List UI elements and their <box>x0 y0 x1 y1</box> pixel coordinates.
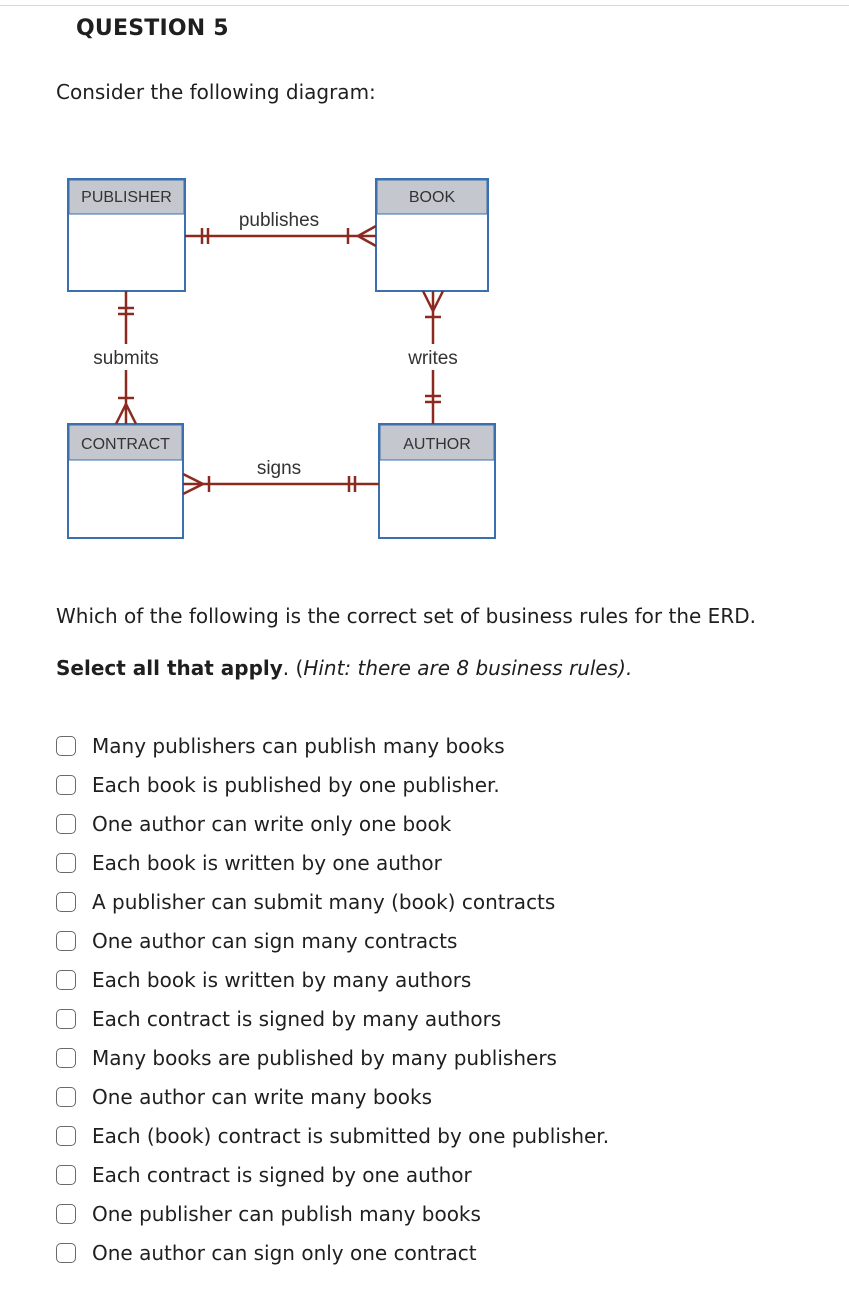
option-11-checkbox[interactable] <box>56 1125 76 1146</box>
option-4-checkbox[interactable] <box>56 852 76 873</box>
option-3-label: One author can write only one book <box>92 811 452 836</box>
option-7-label: Each book is written by many authors <box>92 967 472 992</box>
option-8-checkbox[interactable] <box>56 1008 76 1029</box>
option-2-label: Each book is published by one publisher. <box>92 772 500 797</box>
question-prompt: Which of the following is the correct se… <box>56 604 756 628</box>
relationship-publishes <box>185 224 377 248</box>
question-intro: Consider the following diagram: <box>56 80 376 104</box>
option-9-checkbox[interactable] <box>56 1047 76 1068</box>
question-instruction: Select all that apply. (Hint: there are … <box>56 656 632 680</box>
option-1-checkbox[interactable] <box>56 735 76 756</box>
entity-book-label: BOOK <box>409 189 456 206</box>
option-13-label: One publisher can publish many books <box>92 1201 481 1226</box>
instruction-hint: Hint: there are 8 business rules). <box>303 656 633 680</box>
option-2-checkbox[interactable] <box>56 774 76 795</box>
instruction-mid: . ( <box>282 656 304 680</box>
option-6-label: One author can sign many contracts <box>92 928 458 953</box>
answer-options: Many publishers can publish many books E… <box>56 726 609 1272</box>
entity-contract: CONTRACT <box>67 423 184 539</box>
option-12-label: Each contract is signed by one author <box>92 1162 472 1187</box>
option-1[interactable]: Many publishers can publish many books <box>56 726 609 765</box>
entity-author: AUTHOR <box>378 423 496 539</box>
instruction-bold: Select all that apply <box>56 656 283 680</box>
relationship-publishes-label: publishes <box>239 210 319 231</box>
option-9-label: Many books are published by many publish… <box>92 1045 557 1070</box>
option-12-checkbox[interactable] <box>56 1164 76 1185</box>
relationship-writes-label: writes <box>407 348 458 369</box>
option-4[interactable]: Each book is written by one author <box>56 843 609 882</box>
option-8-label: Each contract is signed by many authors <box>92 1006 502 1031</box>
option-6[interactable]: One author can sign many contracts <box>56 921 609 960</box>
option-2[interactable]: Each book is published by one publisher. <box>56 765 609 804</box>
entity-contract-label: CONTRACT <box>81 436 170 453</box>
option-11-label: Each (book) contract is submitted by one… <box>92 1123 610 1148</box>
option-1-label: Many publishers can publish many books <box>92 733 505 758</box>
option-3-checkbox[interactable] <box>56 813 76 834</box>
option-5-checkbox[interactable] <box>56 891 76 912</box>
erd-diagram: PUBLISHER BOOK CONTRACT AUTHOR publishes <box>67 178 496 539</box>
top-divider <box>0 5 849 6</box>
option-7-checkbox[interactable] <box>56 969 76 990</box>
option-5-label: A publisher can submit many (book) contr… <box>92 889 556 914</box>
relationship-signs-label: signs <box>257 458 301 479</box>
option-8[interactable]: Each contract is signed by many authors <box>56 999 609 1038</box>
option-13-checkbox[interactable] <box>56 1203 76 1224</box>
option-11[interactable]: Each (book) contract is submitted by one… <box>56 1116 609 1155</box>
option-13[interactable]: One publisher can publish many books <box>56 1194 609 1233</box>
entity-book: BOOK <box>375 178 489 292</box>
entity-publisher: PUBLISHER <box>67 178 186 292</box>
entity-publisher-label: PUBLISHER <box>81 189 172 206</box>
entity-author-label: AUTHOR <box>403 436 471 453</box>
option-10-checkbox[interactable] <box>56 1086 76 1107</box>
option-9[interactable]: Many books are published by many publish… <box>56 1038 609 1077</box>
option-10[interactable]: One author can write many books <box>56 1077 609 1116</box>
option-12[interactable]: Each contract is signed by one author <box>56 1155 609 1194</box>
relationship-submits-label: submits <box>93 348 158 369</box>
option-3[interactable]: One author can write only one book <box>56 804 609 843</box>
relationship-signs <box>182 472 379 496</box>
option-7[interactable]: Each book is written by many authors <box>56 960 609 999</box>
option-4-label: Each book is written by one author <box>92 850 442 875</box>
option-14-label: One author can sign only one contract <box>92 1240 477 1265</box>
option-6-checkbox[interactable] <box>56 930 76 951</box>
option-5[interactable]: A publisher can submit many (book) contr… <box>56 882 609 921</box>
option-14-checkbox[interactable] <box>56 1242 76 1263</box>
question-title: QUESTION 5 <box>76 16 229 41</box>
option-10-label: One author can write many books <box>92 1084 433 1109</box>
option-14[interactable]: One author can sign only one contract <box>56 1233 609 1272</box>
